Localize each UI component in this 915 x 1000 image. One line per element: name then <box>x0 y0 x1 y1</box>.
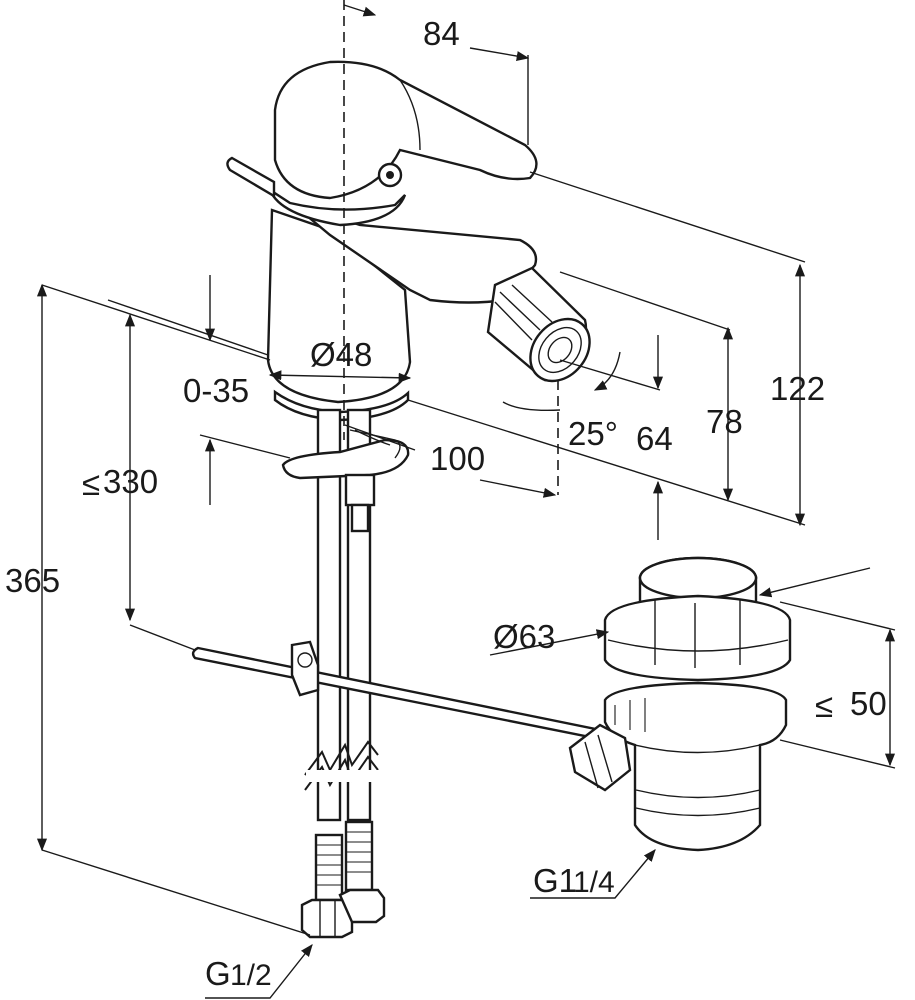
thread-supply-fraction: 1/2 <box>230 959 272 992</box>
dimension-lines <box>36 4 896 999</box>
dim-height-spout: 78 <box>706 403 743 440</box>
dim-deck-thickness: 0-35 <box>183 372 249 409</box>
dim-spout-angle: 25° <box>568 415 618 452</box>
dim-reach: 100 <box>430 440 485 477</box>
thread-label-waste: G1 1/4 <box>533 862 615 899</box>
dim-body-diameter: Ø48 <box>310 336 372 373</box>
dim-max-install-prefix: ≤ <box>82 465 100 502</box>
mounting-bracket <box>281 429 410 533</box>
mixer-body <box>226 60 591 422</box>
popup-rod <box>191 640 612 742</box>
dim-overall-height: 365 <box>5 562 60 599</box>
dim-waste-height-prefix: ≤ <box>815 687 833 724</box>
dim-outlet-to-popup: 64 <box>636 420 673 457</box>
dim-waste-diameter: Ø63 <box>493 618 555 655</box>
thread-waste-main: G1 <box>533 862 577 899</box>
dim-width-top: 84 <box>423 15 460 52</box>
dim-max-install-height: 330 <box>103 463 158 500</box>
pop-up-waste <box>568 556 792 852</box>
lever-handle <box>273 60 538 200</box>
thread-waste-fraction: 1/4 <box>573 866 615 899</box>
thread-supply-main: G <box>205 955 231 992</box>
aerator-nozzle <box>486 266 591 383</box>
thread-label-supply: G 1/2 <box>205 955 272 992</box>
dim-waste-height: 50 <box>850 685 887 722</box>
dim-height-total: 122 <box>770 370 825 407</box>
